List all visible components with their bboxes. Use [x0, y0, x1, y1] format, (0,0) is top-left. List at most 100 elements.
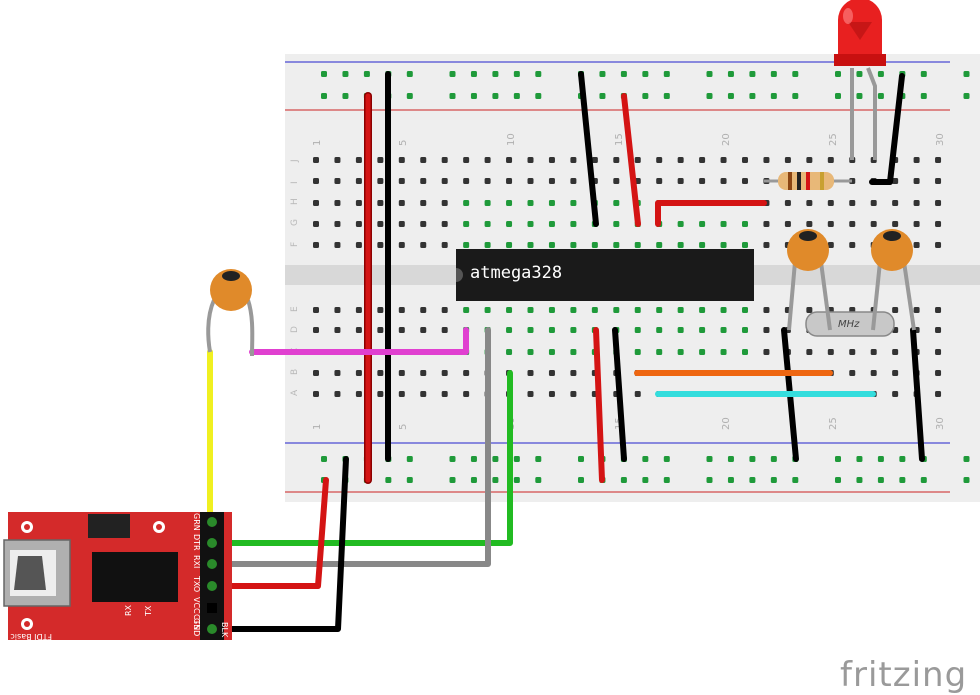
- breadboard-hole: [892, 307, 899, 313]
- breadboard-hole: [699, 349, 706, 355]
- row-letter: A: [290, 389, 300, 396]
- atmega328-chip[interactable]: atmega328: [456, 249, 754, 301]
- breadboard-hole: [377, 391, 384, 397]
- breadboard-hole: [613, 157, 620, 163]
- crystal-label: MHz: [838, 319, 860, 330]
- black-wire[interactable]: [910, 327, 925, 462]
- load-capacitor-left[interactable]: [787, 229, 832, 331]
- breadboard-hole: [656, 178, 663, 184]
- breadboard-hole: [484, 242, 491, 248]
- breadboard-hole: [763, 349, 770, 355]
- pin-label-dtr: DTR: [192, 534, 201, 551]
- breadboard-hole: [463, 307, 470, 313]
- breadboard-hole: [513, 477, 520, 483]
- breadboard-hole: [835, 456, 841, 462]
- black-wire[interactable]: [612, 327, 627, 462]
- breadboard-hole: [313, 370, 319, 376]
- pin-label-txo: TXO: [192, 575, 201, 592]
- reset-capacitor[interactable]: [206, 269, 255, 357]
- ftdi-jumper: [88, 514, 130, 538]
- breadboard-hole: [548, 157, 555, 163]
- breadboard-hole: [506, 349, 513, 355]
- breadboard-hole: [441, 178, 448, 184]
- breadboard-hole: [935, 370, 942, 376]
- black-wire[interactable]: [578, 71, 599, 227]
- breadboard-hole: [699, 307, 706, 313]
- ftdi-led-label: RX: [124, 604, 133, 616]
- breadboard-hole: [792, 93, 799, 99]
- green-wire[interactable]: [210, 370, 513, 546]
- breadboard-hole: [398, 307, 405, 313]
- fritzing-logo: fritzing: [840, 655, 967, 695]
- resistor[interactable]: [764, 172, 852, 190]
- column-number: 25: [828, 133, 839, 146]
- breadboard-hole: [963, 71, 970, 77]
- breadboard-hole: [578, 477, 584, 483]
- breadboard-hole: [398, 200, 405, 206]
- ftdi-pin[interactable]: [207, 603, 217, 613]
- red-wire[interactable]: [210, 477, 329, 589]
- breadboard-hole: [827, 157, 834, 163]
- breadboard-hole: [870, 370, 877, 376]
- breadboard-hole: [899, 477, 906, 483]
- ftdi-pin[interactable]: [207, 559, 217, 569]
- ftdi-pin[interactable]: [207, 538, 217, 548]
- black-wire[interactable]: [210, 456, 349, 632]
- breadboard-hole: [506, 157, 513, 163]
- breadboard-hole: [835, 93, 841, 99]
- column-number: 1: [312, 140, 323, 146]
- breadboard-hole: [856, 71, 863, 77]
- breadboard-hole: [463, 157, 470, 163]
- black-wire[interactable]: [869, 73, 905, 185]
- breadboard-hole: [835, 477, 841, 483]
- ftdi-pin[interactable]: [207, 581, 217, 591]
- breadboard-hole: [548, 200, 555, 206]
- breadboard-hole: [634, 391, 641, 397]
- ftdi-pin[interactable]: [207, 624, 217, 634]
- ftdi-pin[interactable]: [207, 517, 217, 527]
- breadboard-hole: [599, 71, 606, 77]
- breadboard-hole: [420, 242, 427, 248]
- breadboard-hole: [463, 200, 470, 206]
- breadboard-hole: [548, 370, 555, 376]
- breadboard-hole: [720, 178, 727, 184]
- breadboard-hole: [313, 221, 319, 227]
- breadboard-hole: [913, 157, 920, 163]
- breadboard-hole: [355, 221, 362, 227]
- red-wire[interactable]: [655, 200, 767, 227]
- breadboard-hole: [492, 93, 499, 99]
- breadboard-hole: [642, 456, 649, 462]
- breadboard-hole: [827, 200, 834, 206]
- breadboard-hole: [892, 178, 899, 184]
- crystal-oscillator[interactable]: MHz: [805, 311, 895, 337]
- breadboard-hole: [656, 327, 663, 333]
- gray-wire[interactable]: [210, 327, 491, 567]
- breadboard-hole: [570, 349, 577, 355]
- breadboard-hole: [513, 93, 520, 99]
- led[interactable]: [834, 0, 886, 160]
- breadboard-hole: [570, 157, 577, 163]
- magenta-wire[interactable]: [249, 327, 469, 355]
- breadboard-hole: [892, 221, 899, 227]
- breadboard-hole: [742, 242, 748, 248]
- breadboard-hole: [899, 456, 906, 462]
- breadboard-hole: [706, 71, 713, 77]
- breadboard-hole: [656, 242, 663, 248]
- breadboard-hole: [334, 242, 341, 248]
- breadboard-hole: [742, 178, 748, 184]
- red-wire[interactable]: [593, 327, 605, 483]
- breadboard-hole: [935, 178, 942, 184]
- breadboard-hole: [742, 349, 748, 355]
- breadboard-hole: [406, 477, 413, 483]
- row-letter: J: [290, 159, 300, 163]
- breadboard-hole: [334, 327, 341, 333]
- column-number: 15: [614, 133, 625, 146]
- breadboard-hole: [398, 178, 405, 184]
- chip-label: atmega328: [470, 263, 562, 283]
- ftdi-basic-board[interactable]: FTDI Basic TX RX GRN DTR RXI TXO VCC CTS…: [3, 512, 232, 641]
- breadboard-hole: [656, 349, 663, 355]
- red-wire[interactable]: [621, 93, 641, 227]
- breadboard-hole: [441, 391, 448, 397]
- load-capacitor-right[interactable]: [871, 229, 916, 331]
- breadboard-hole: [913, 242, 920, 248]
